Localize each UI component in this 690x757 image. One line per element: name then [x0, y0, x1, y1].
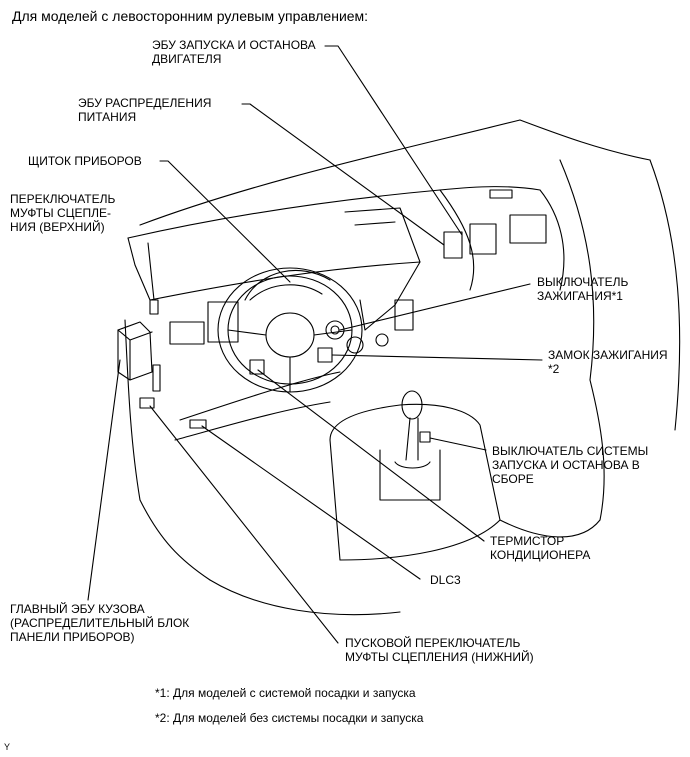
- label-combination-meter: ЩИТОК ПРИБОРОВ: [28, 154, 142, 168]
- label-power-ecu: ЭБУ РАСПРЕДЕЛЕНИЯ ПИТАНИЯ: [78, 96, 212, 124]
- label-stop-start-switch: ВЫКЛЮЧАТЕЛЬ СИСТЕМЫ ЗАПУСКА И ОСТАНОВА В…: [492, 444, 649, 486]
- leader-ignition-lock: [331, 354, 543, 361]
- label-main-body-ecu: ГЛАВНЫЙ ЭБУ КУЗОВА (РАСПРЕДЕЛИТЕЛЬНЫЙ БЛ…: [10, 602, 190, 644]
- label-clutch-start-switch-lower: ПУСКОВОЙ ПЕРЕКЛЮЧАТЕЛЬ МУФТЫ СЦЕПЛЕНИЯ (…: [345, 636, 534, 664]
- page-header: Для моделей с левосторонним рулевым упра…: [12, 8, 369, 24]
- leader-stop-start: [429, 437, 487, 451]
- leader-dlc3: [201, 425, 421, 580]
- label-dlc3: DLC3: [430, 573, 461, 587]
- label-ac-thermistor: ТЕРМИСТОР КОНДИЦИОНЕРА: [490, 534, 591, 562]
- footnote-1: *1: Для моделей с системой посадки и зап…: [155, 686, 416, 700]
- label-ignition-switch: ВЫКЛЮЧАТЕЛЬ ЗАЖИГАНИЯ*1: [537, 275, 629, 303]
- corner-mark: Y: [4, 742, 11, 752]
- leader-clutch-lower: [149, 405, 339, 644]
- leader-power-ecu: [241, 103, 445, 246]
- leader-combination-meter: [159, 160, 291, 283]
- label-ignition-lock: ЗАМОК ЗАЖИГАНИЯ *2: [548, 348, 668, 376]
- leader-main-body-ecu: [87, 359, 121, 601]
- leader-clutch-upper: [147, 242, 155, 301]
- leader-engine-ecu: [324, 45, 463, 236]
- leader-ignition-switch: [339, 283, 531, 331]
- leader-ac-thermistor: [257, 369, 485, 542]
- label-clutch-switch-upper: ПЕРЕКЛЮЧАТЕЛЬ МУФТЫ СЦЕПЛЕ- НИЯ (ВЕРХНИЙ…: [10, 192, 116, 234]
- label-engine-ecu: ЭБУ ЗАПУСКА И ОСТАНОВА ДВИГАТЕЛЯ: [152, 38, 316, 66]
- footnote-2: *2: Для моделей без системы посадки и за…: [155, 711, 424, 725]
